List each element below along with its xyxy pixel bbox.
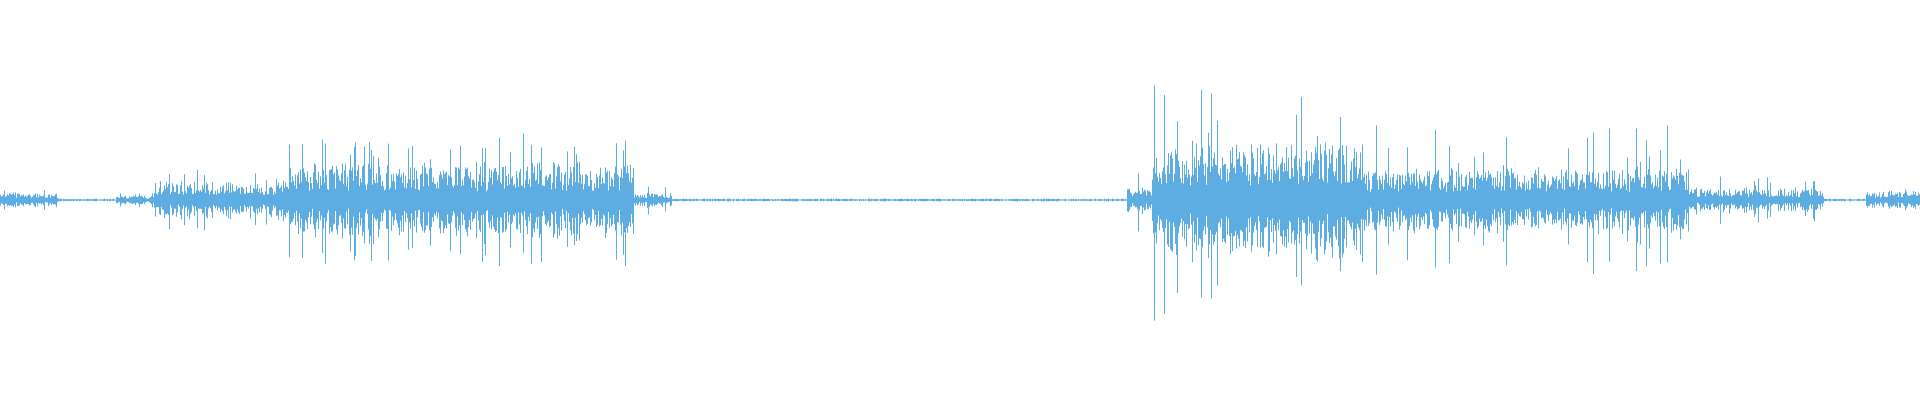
waveform-bars: [0, 85, 1920, 321]
